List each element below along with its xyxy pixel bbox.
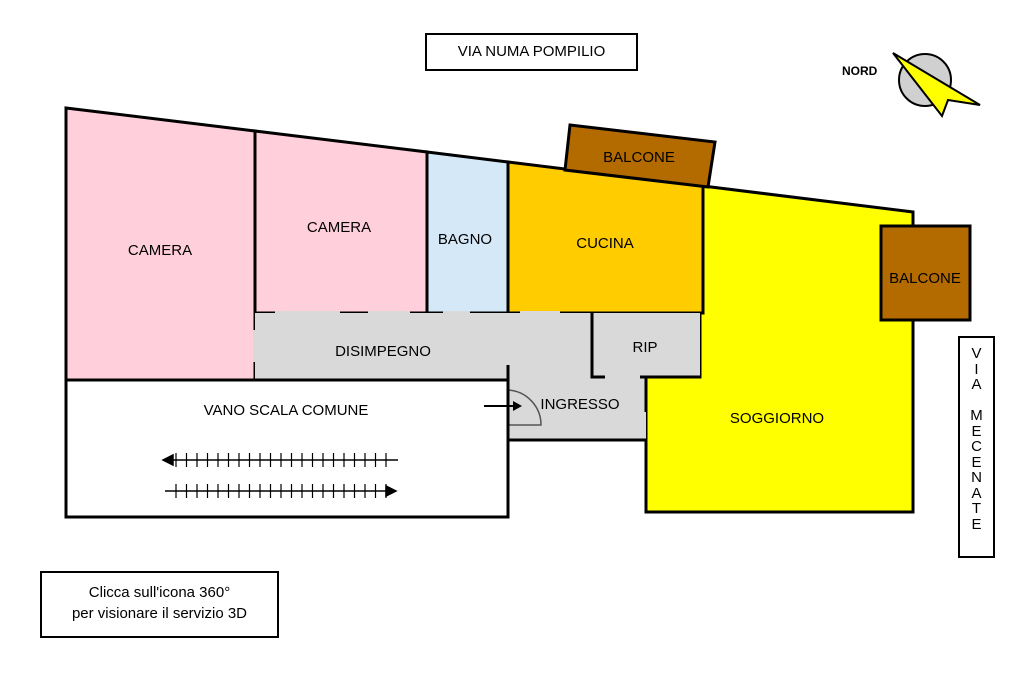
street-letter: N (971, 469, 982, 486)
compass-icon (892, 52, 981, 119)
street-letter (960, 393, 993, 409)
room-corridor (255, 313, 700, 440)
compass-label: NORD (842, 64, 878, 78)
street-letter: T (971, 500, 982, 517)
label-rip: RIP (632, 339, 657, 356)
street-letter: E (971, 453, 982, 471)
note-line-1: Clicca sull'icona 360° (88, 584, 231, 601)
street-label-top: VIA NUMA POMPILIO (425, 33, 638, 71)
label-vano-scala: VANO SCALA COMUNE (204, 402, 369, 419)
entrance-arrow-icon (484, 401, 522, 411)
stairs (161, 453, 398, 498)
label-soggiorno: SOGGIORNO (730, 410, 824, 427)
street-letter: A (971, 484, 982, 502)
label-balcone-right: BALCONE (889, 270, 961, 287)
label-disimpegno: DISIMPEGNO (335, 343, 431, 360)
label-bagno: BAGNO (438, 231, 492, 248)
street-letter: V (971, 345, 982, 362)
note-line-2: per visionare il servizio 3D (71, 605, 248, 622)
info-note: Clicca sull'icona 360° per visionare il … (40, 571, 279, 638)
street-letter: M (970, 407, 983, 424)
street-letter: C (971, 438, 982, 455)
street-letter: A (971, 376, 982, 393)
street-letter: I (974, 360, 979, 378)
street-letter: E (971, 422, 982, 440)
street-letter: E (971, 515, 982, 533)
balcone-top (563, 123, 717, 189)
room-vano-scala (64, 378, 510, 519)
label-cucina: CUCINA (576, 235, 634, 252)
label-ingresso: INGRESSO (540, 396, 619, 413)
label-balcone-top: BALCONE (603, 149, 675, 166)
balcone-right (879, 224, 972, 322)
label-camera-2: CAMERA (307, 219, 371, 236)
label-camera-1: CAMERA (128, 242, 192, 259)
